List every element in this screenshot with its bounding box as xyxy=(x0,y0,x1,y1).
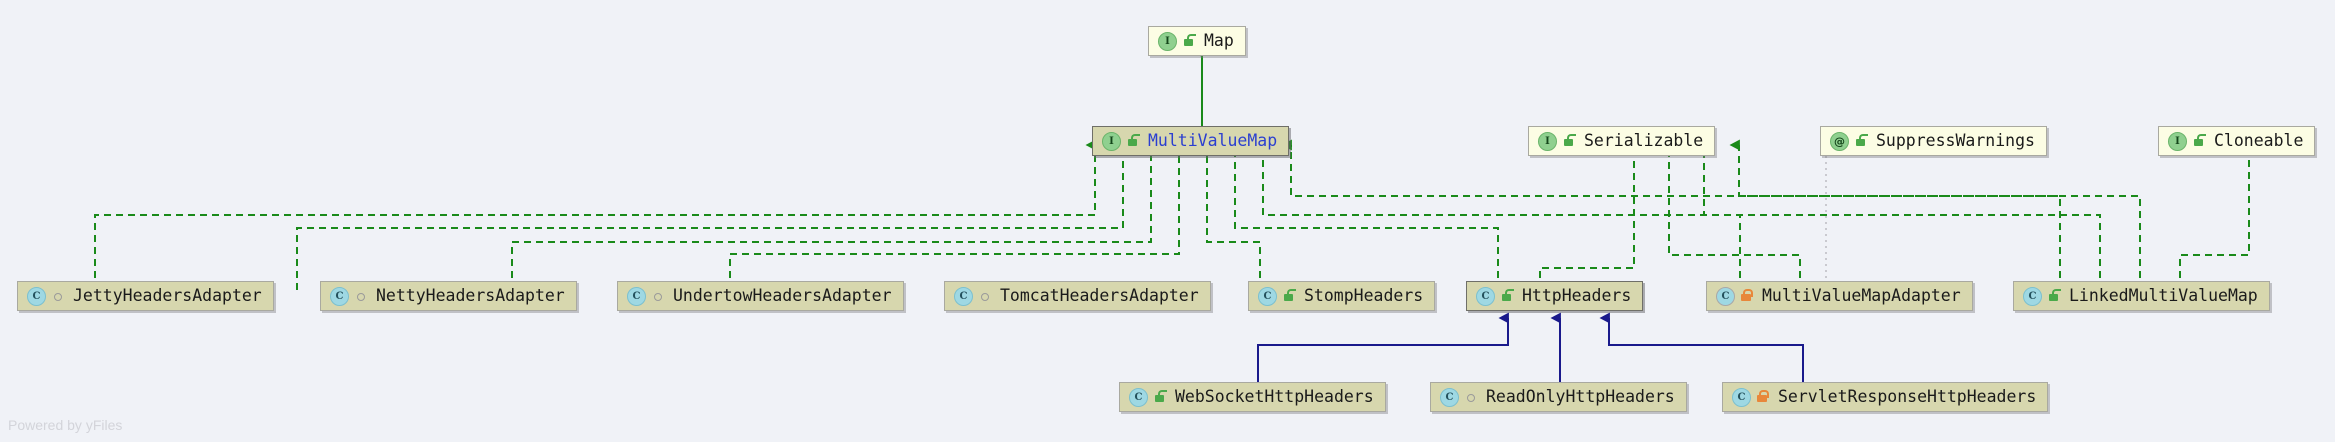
class-icon: C xyxy=(1732,387,1751,407)
edge-linkedmvm-implements-serializable xyxy=(1694,139,2101,290)
node-nettyheadersadapter[interactable]: C NettyHeadersAdapter xyxy=(320,281,577,311)
unlock-icon xyxy=(1182,34,1196,48)
node-label: ReadOnlyHttpHeaders xyxy=(1486,386,1675,406)
package-visibility-icon xyxy=(354,289,367,303)
unlock-icon xyxy=(1153,390,1167,404)
edge-undertow-implements-multivaluemap xyxy=(511,139,1152,290)
edge-httpheaders-implements-serializable xyxy=(1539,139,1635,290)
class-icon: C xyxy=(1476,286,1495,306)
yfiles-watermark: Powered by yFiles xyxy=(8,417,123,433)
node-undertowheadersadapter[interactable]: C UndertowHeadersAdapter xyxy=(617,281,904,311)
node-label: NettyHeadersAdapter xyxy=(376,285,565,305)
node-label: LinkedMultiValueMap xyxy=(2069,285,2258,305)
interface-icon: I xyxy=(1102,131,1121,151)
node-label: MultiValueMapAdapter xyxy=(1762,285,1961,305)
node-multivaluemap[interactable]: I MultiValueMap xyxy=(1092,126,1290,156)
node-label: TomcatHeadersAdapter xyxy=(1000,285,1199,305)
class-icon: C xyxy=(1716,286,1735,306)
node-cloneable[interactable]: I Cloneable xyxy=(2158,126,2316,156)
interface-icon: I xyxy=(2168,131,2187,151)
node-label: MultiValueMap xyxy=(1148,130,1278,150)
node-linkedmultivaluemap[interactable]: C LinkedMultiValueMap xyxy=(2013,281,2270,311)
node-map[interactable]: I Map xyxy=(1148,26,1246,56)
interface-icon: I xyxy=(1158,31,1177,51)
package-visibility-icon xyxy=(51,289,64,303)
edge-tomcat-implements-multivaluemap xyxy=(729,139,1180,290)
edge-netty-implements-multivaluemap xyxy=(296,139,1124,290)
node-label: HttpHeaders xyxy=(1522,285,1632,305)
edge-servlet-extends-httpheaders xyxy=(1599,312,1804,387)
edge-mvmadapter-implements-multivaluemap xyxy=(1253,139,1741,290)
class-icon: C xyxy=(330,286,349,306)
unlock-icon xyxy=(1126,134,1140,148)
package-visibility-icon xyxy=(978,289,991,303)
node-label: SuppressWarnings xyxy=(1876,130,2035,150)
annotation-icon: @ xyxy=(1830,131,1849,151)
unlock-icon xyxy=(1282,289,1296,303)
node-label: Cloneable xyxy=(2214,130,2304,150)
unlock-icon xyxy=(2192,134,2206,148)
node-label: ServletResponseHttpHeaders xyxy=(1778,386,2037,406)
node-serializable[interactable]: I Serializable xyxy=(1528,126,1716,156)
node-servletresponsehttpheaders[interactable]: C ServletResponseHttpHeaders xyxy=(1722,382,2049,412)
edge-jetty-implements-multivaluemap xyxy=(94,139,1096,290)
package-visibility-icon xyxy=(1464,390,1477,404)
node-websockethttpheaders[interactable]: C WebSocketHttpHeaders xyxy=(1119,382,1386,412)
interface-icon: I xyxy=(1538,131,1557,151)
node-tomcatheadersadapter[interactable]: C TomcatHeadersAdapter xyxy=(944,281,1211,311)
node-readonlyhttpheaders[interactable]: C ReadOnlyHttpHeaders xyxy=(1430,382,1687,412)
class-icon: C xyxy=(1440,387,1459,407)
class-icon: C xyxy=(627,286,646,306)
class-icon: C xyxy=(27,286,46,306)
unlock-icon xyxy=(1562,134,1576,148)
edge-httpheaders-implements-multivaluemap xyxy=(1225,139,1499,290)
edge-websocket-extends-httpheaders xyxy=(1257,312,1509,387)
unlock-icon xyxy=(1854,134,1868,148)
edge-extra-implements-serializable xyxy=(1729,139,2141,290)
edge-mvmadapter-implements-serializable xyxy=(1659,139,1801,290)
node-label: UndertowHeadersAdapter xyxy=(673,285,892,305)
lock-icon xyxy=(1756,390,1769,404)
node-suppresswarnings[interactable]: @ SuppressWarnings xyxy=(1820,126,2047,156)
node-multivaluemapadapter[interactable]: C MultiValueMapAdapter xyxy=(1706,281,1973,311)
node-label: StompHeaders xyxy=(1304,285,1424,305)
node-label: Map xyxy=(1204,30,1234,50)
edge-stomp-implements-multivaluemap xyxy=(1197,139,1261,290)
class-icon: C xyxy=(2023,286,2042,306)
class-icon: C xyxy=(954,286,973,306)
class-icon: C xyxy=(1129,387,1148,407)
edge-linkedmvm-implements-multivaluemap xyxy=(1281,139,2061,290)
node-label: WebSocketHttpHeaders xyxy=(1175,386,1374,406)
lock-icon xyxy=(1740,289,1753,303)
node-label: Serializable xyxy=(1584,130,1704,150)
node-label: JettyHeadersAdapter xyxy=(73,285,262,305)
unlock-icon xyxy=(1500,289,1514,303)
unlock-icon xyxy=(2047,289,2061,303)
package-visibility-icon xyxy=(651,289,664,303)
node-stompheaders[interactable]: C StompHeaders xyxy=(1248,281,1436,311)
class-icon: C xyxy=(1258,286,1277,306)
node-jettyheadersadapter[interactable]: C JettyHeadersAdapter xyxy=(17,281,274,311)
edge-linkedmvm-implements-cloneable xyxy=(2179,139,2250,290)
node-httpheaders[interactable]: C HttpHeaders xyxy=(1466,281,1644,311)
